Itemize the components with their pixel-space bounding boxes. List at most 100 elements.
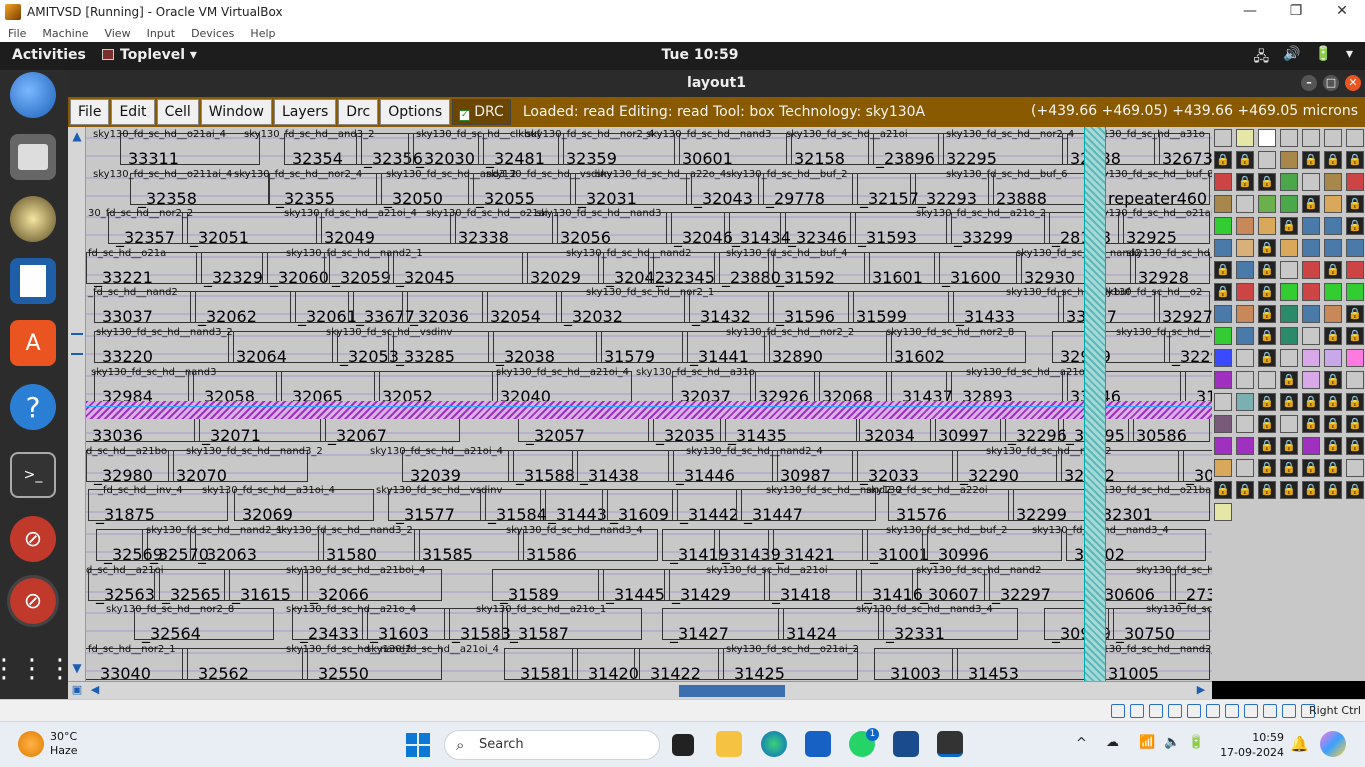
magic-icon[interactable]: ⊘ <box>10 516 56 562</box>
thunderbird-icon[interactable] <box>10 72 56 118</box>
layer-swatch[interactable] <box>1214 239 1232 257</box>
show-apps-icon[interactable]: ⋮⋮⋮ <box>0 654 75 684</box>
cell-instance-box[interactable] <box>388 331 494 363</box>
vertical-scrollbar[interactable]: ▲ ▼ <box>68 127 86 681</box>
layer-lock-icon[interactable]: 🔒 <box>1324 459 1342 477</box>
cell-instance-box[interactable] <box>674 133 792 165</box>
cell-instance-box[interactable] <box>1130 252 1210 284</box>
cell-instance-box[interactable] <box>1052 331 1170 363</box>
cell-instance-box[interactable] <box>318 529 420 561</box>
cell-instance-box[interactable] <box>946 212 1050 244</box>
cell-instance-box[interactable] <box>290 291 354 323</box>
taskbar-search[interactable]: ⌕Search <box>444 730 660 760</box>
cell-instance-box[interactable] <box>862 529 928 561</box>
cell-instance-box[interactable] <box>686 173 764 205</box>
cell-instance-box[interactable] <box>182 212 322 244</box>
files-icon[interactable] <box>10 134 56 180</box>
cell-instance-box[interactable] <box>86 450 174 482</box>
layer-lock-icon[interactable]: 🔒 <box>1302 151 1320 169</box>
layer-swatch[interactable] <box>1302 283 1320 301</box>
layer-lock-icon[interactable]: 🔒 <box>1324 327 1342 345</box>
layer-lock-icon[interactable]: 🔒 <box>1236 151 1254 169</box>
cell-instance-box[interactable] <box>772 450 858 482</box>
menu-devices[interactable]: Devices <box>191 26 235 40</box>
layer-lock-icon[interactable]: 🔒 <box>1258 459 1276 477</box>
layer-swatch[interactable] <box>1302 327 1320 345</box>
scroll-up-icon[interactable]: ▲ <box>72 129 82 143</box>
task-view-icon[interactable] <box>672 734 694 756</box>
magic-menu-layers[interactable]: Layers <box>273 99 337 125</box>
cell-instance-box[interactable] <box>522 252 604 284</box>
layer-swatch[interactable] <box>1324 305 1342 323</box>
app-menu[interactable]: Toplevel ▾ <box>102 47 197 63</box>
virtualbox-vm-taskbar-icon[interactable] <box>937 731 963 757</box>
layer-lock-icon[interactable]: 🔒 <box>1346 217 1364 235</box>
cell-instance-box[interactable] <box>324 252 394 284</box>
cell-instance-box[interactable] <box>718 648 858 680</box>
cell-instance-box[interactable] <box>478 133 564 165</box>
layer-swatch[interactable] <box>1324 349 1342 367</box>
layer-swatch[interactable] <box>1302 371 1320 389</box>
cell-instance-box[interactable] <box>764 331 892 363</box>
layer-lock-icon[interactable]: 🔒 <box>1258 415 1276 433</box>
cell-instance-box[interactable] <box>502 608 642 640</box>
cell-instance-box[interactable] <box>1118 212 1210 244</box>
wifi-icon[interactable]: 📶 <box>1139 735 1156 750</box>
cell-instance-box[interactable] <box>570 173 692 205</box>
cell-instance-box[interactable] <box>316 212 456 244</box>
layer-swatch[interactable] <box>1214 195 1232 213</box>
cell-instance-box[interactable] <box>666 212 730 244</box>
menu-view[interactable]: View <box>104 26 131 40</box>
layer-lock-icon[interactable]: 🔒 <box>1346 393 1364 411</box>
cell-instance-box[interactable] <box>168 450 308 482</box>
cell-instance-box[interactable] <box>662 608 784 640</box>
libreoffice-writer-icon[interactable] <box>10 258 56 304</box>
cell-instance-box[interactable] <box>1056 450 1184 482</box>
cell-instance-box[interactable] <box>714 252 774 284</box>
layer-swatch[interactable] <box>1214 129 1232 147</box>
layer-swatch[interactable] <box>1280 349 1298 367</box>
cell-instance-box[interactable] <box>634 648 724 680</box>
layer-swatch[interactable] <box>1324 129 1342 147</box>
system-tray[interactable]: 🖧 🔊 🔋 ▾ <box>1253 46 1353 70</box>
cell-instance-box[interactable] <box>302 569 442 601</box>
cell-instance-box[interactable] <box>912 569 990 601</box>
cell-instance-box[interactable] <box>182 648 308 680</box>
hdd-icon[interactable] <box>1111 704 1125 718</box>
window-close-button[interactable]: ✕ <box>1345 75 1361 91</box>
cell-instance-box[interactable] <box>664 569 770 601</box>
cell-instance-box[interactable] <box>1058 291 1160 323</box>
cell-instance-box[interactable] <box>450 212 558 244</box>
layer-lock-icon[interactable]: 🔒 <box>1324 371 1342 389</box>
cell-instance-box[interactable] <box>850 212 952 244</box>
cell-instance-box[interactable] <box>952 450 1062 482</box>
cell-instance-box[interactable] <box>1044 608 1114 640</box>
cell-instance-box[interactable] <box>598 569 670 601</box>
layer-lock-icon[interactable]: 🔒 <box>1258 283 1276 301</box>
cell-instance-box[interactable] <box>736 489 876 521</box>
scroll-left-icon[interactable]: ◀ <box>90 683 100 696</box>
layer-lock-icon[interactable]: 🔒 <box>1236 173 1254 191</box>
layer-swatch[interactable] <box>1214 371 1232 389</box>
cell-instance-box[interactable] <box>910 173 994 205</box>
cell-instance-box[interactable] <box>292 608 368 640</box>
layer-lock-icon[interactable]: 🔒 <box>1280 481 1298 499</box>
magic-menu-file[interactable]: File <box>70 99 110 125</box>
layer-swatch[interactable] <box>1236 283 1254 301</box>
cell-instance-box[interactable] <box>414 529 524 561</box>
layer-swatch[interactable] <box>1280 327 1298 345</box>
layer-swatch[interactable] <box>1346 129 1364 147</box>
cell-instance-box[interactable] <box>864 252 940 284</box>
drc-toggle[interactable]: ✓DRC <box>452 99 511 125</box>
virtualbox-taskbar-icon[interactable] <box>893 731 919 757</box>
cell-instance-box[interactable] <box>922 529 1062 561</box>
layer-swatch[interactable] <box>1258 371 1276 389</box>
magic-layout-icon[interactable]: ⊘ <box>7 575 59 627</box>
layer-lock-icon[interactable]: 🔒 <box>1258 173 1276 191</box>
cell-instance-box[interactable] <box>874 648 958 680</box>
layer-lock-icon[interactable]: 🔒 <box>1214 151 1232 169</box>
layer-swatch[interactable] <box>1280 239 1298 257</box>
cell-instance-box[interactable] <box>886 331 1026 363</box>
layer-lock-icon[interactable]: 🔒 <box>1280 393 1298 411</box>
layer-swatch[interactable] <box>1214 393 1232 411</box>
